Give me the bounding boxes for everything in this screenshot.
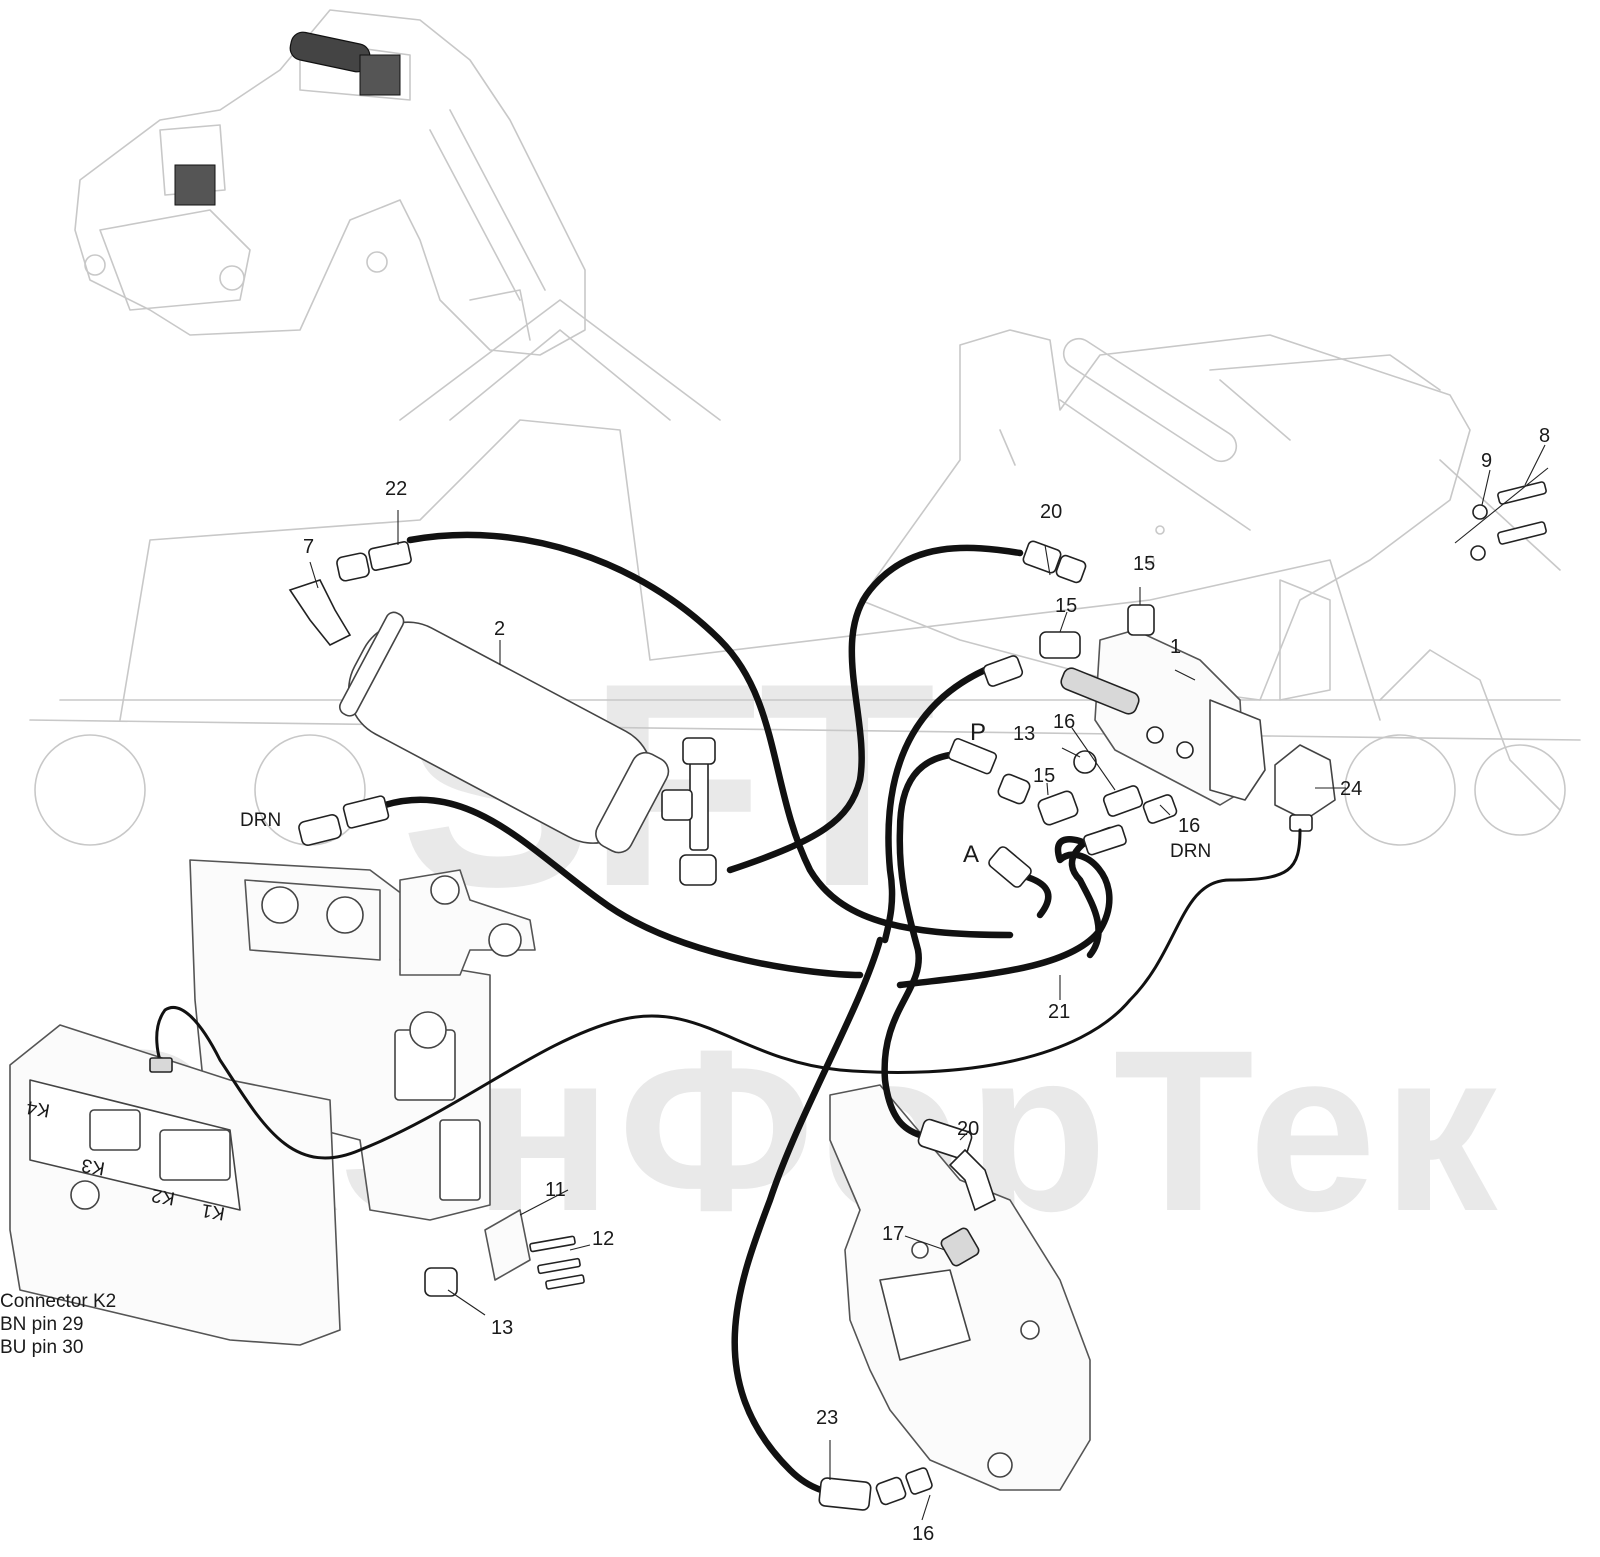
accumulator — [338, 611, 717, 886]
connector-note: Connector K2 BN pin 29 BU pin 30 — [0, 1291, 116, 1358]
callout-22: 22 — [385, 478, 407, 500]
hose-23 — [731, 936, 884, 1499]
callout-15-low: 15 — [1033, 765, 1055, 787]
callout-2: 2 — [494, 618, 505, 640]
connector-note-line2: BN pin 29 — [0, 1314, 83, 1335]
hydraulic-pump — [829, 1084, 1091, 1491]
callout-23: 23 — [816, 1407, 838, 1429]
callout-17: 17 — [882, 1223, 904, 1245]
ecu-module: K4 K3 K2 K1 — [9, 1024, 341, 1346]
callout-13-bottom: 13 — [491, 1317, 513, 1339]
callout-7: 7 — [303, 536, 314, 558]
sensor-17-shape — [940, 1227, 980, 1267]
port-label-a: A — [963, 841, 979, 868]
ecu-label-k4: K4 — [25, 1096, 52, 1121]
callout-9: 9 — [1481, 450, 1492, 472]
hose-p — [881, 751, 954, 1139]
callout-11: 11 — [545, 1179, 566, 1201]
wire-harness — [149, 828, 1302, 1160]
callout-13-valve: 13 — [1013, 723, 1035, 745]
ecu-label-k2: K2 — [150, 1184, 177, 1209]
callout-12: 12 — [592, 1228, 614, 1250]
callouts: 1 2 7 8 9 11 12 13 13 15 15 15 16 16 16 … — [303, 425, 1550, 1545]
callout-21: 21 — [1048, 1001, 1070, 1023]
callout-8: 8 — [1539, 425, 1550, 447]
callout-16-bottom: 16 — [912, 1523, 934, 1545]
hose-drn-right — [896, 836, 1113, 989]
port-labels: P A DRN DRN — [240, 719, 1211, 868]
hoses — [381, 531, 1114, 1499]
callout-20-lower: 20 — [957, 1118, 979, 1140]
connector-24 — [1274, 744, 1336, 832]
leader-lines — [309, 444, 1549, 1521]
connector-note-line1: Connector K2 — [0, 1291, 116, 1312]
callout-20-upper: 20 — [1040, 501, 1062, 523]
hose-15-mid — [881, 666, 989, 944]
control-valve-block — [189, 859, 536, 1221]
port-label-drn-left: DRN — [240, 810, 281, 831]
hose-20-upper — [726, 544, 1024, 874]
callout-1: 1 — [1170, 636, 1181, 658]
callout-15-mid: 15 — [1055, 595, 1077, 617]
callout-24: 24 — [1340, 778, 1362, 800]
valve-block-1 — [1060, 629, 1266, 806]
ecu-label-k1: K1 — [200, 1199, 227, 1224]
port-label-drn-right: DRN — [1170, 841, 1211, 862]
callout-15-top: 15 — [1133, 553, 1155, 575]
loader-frame — [859, 329, 1561, 811]
hose-drn — [381, 796, 864, 979]
overview-thumbnail — [74, 9, 586, 356]
callout-16-right: 16 — [1178, 815, 1200, 837]
connector-note-line3: BU pin 30 — [0, 1337, 83, 1358]
hose-22 — [406, 531, 1014, 939]
callout-16-upper: 16 — [1053, 711, 1075, 733]
port-label-p: P — [970, 719, 986, 746]
ecu-label-k3: K3 — [80, 1154, 107, 1179]
